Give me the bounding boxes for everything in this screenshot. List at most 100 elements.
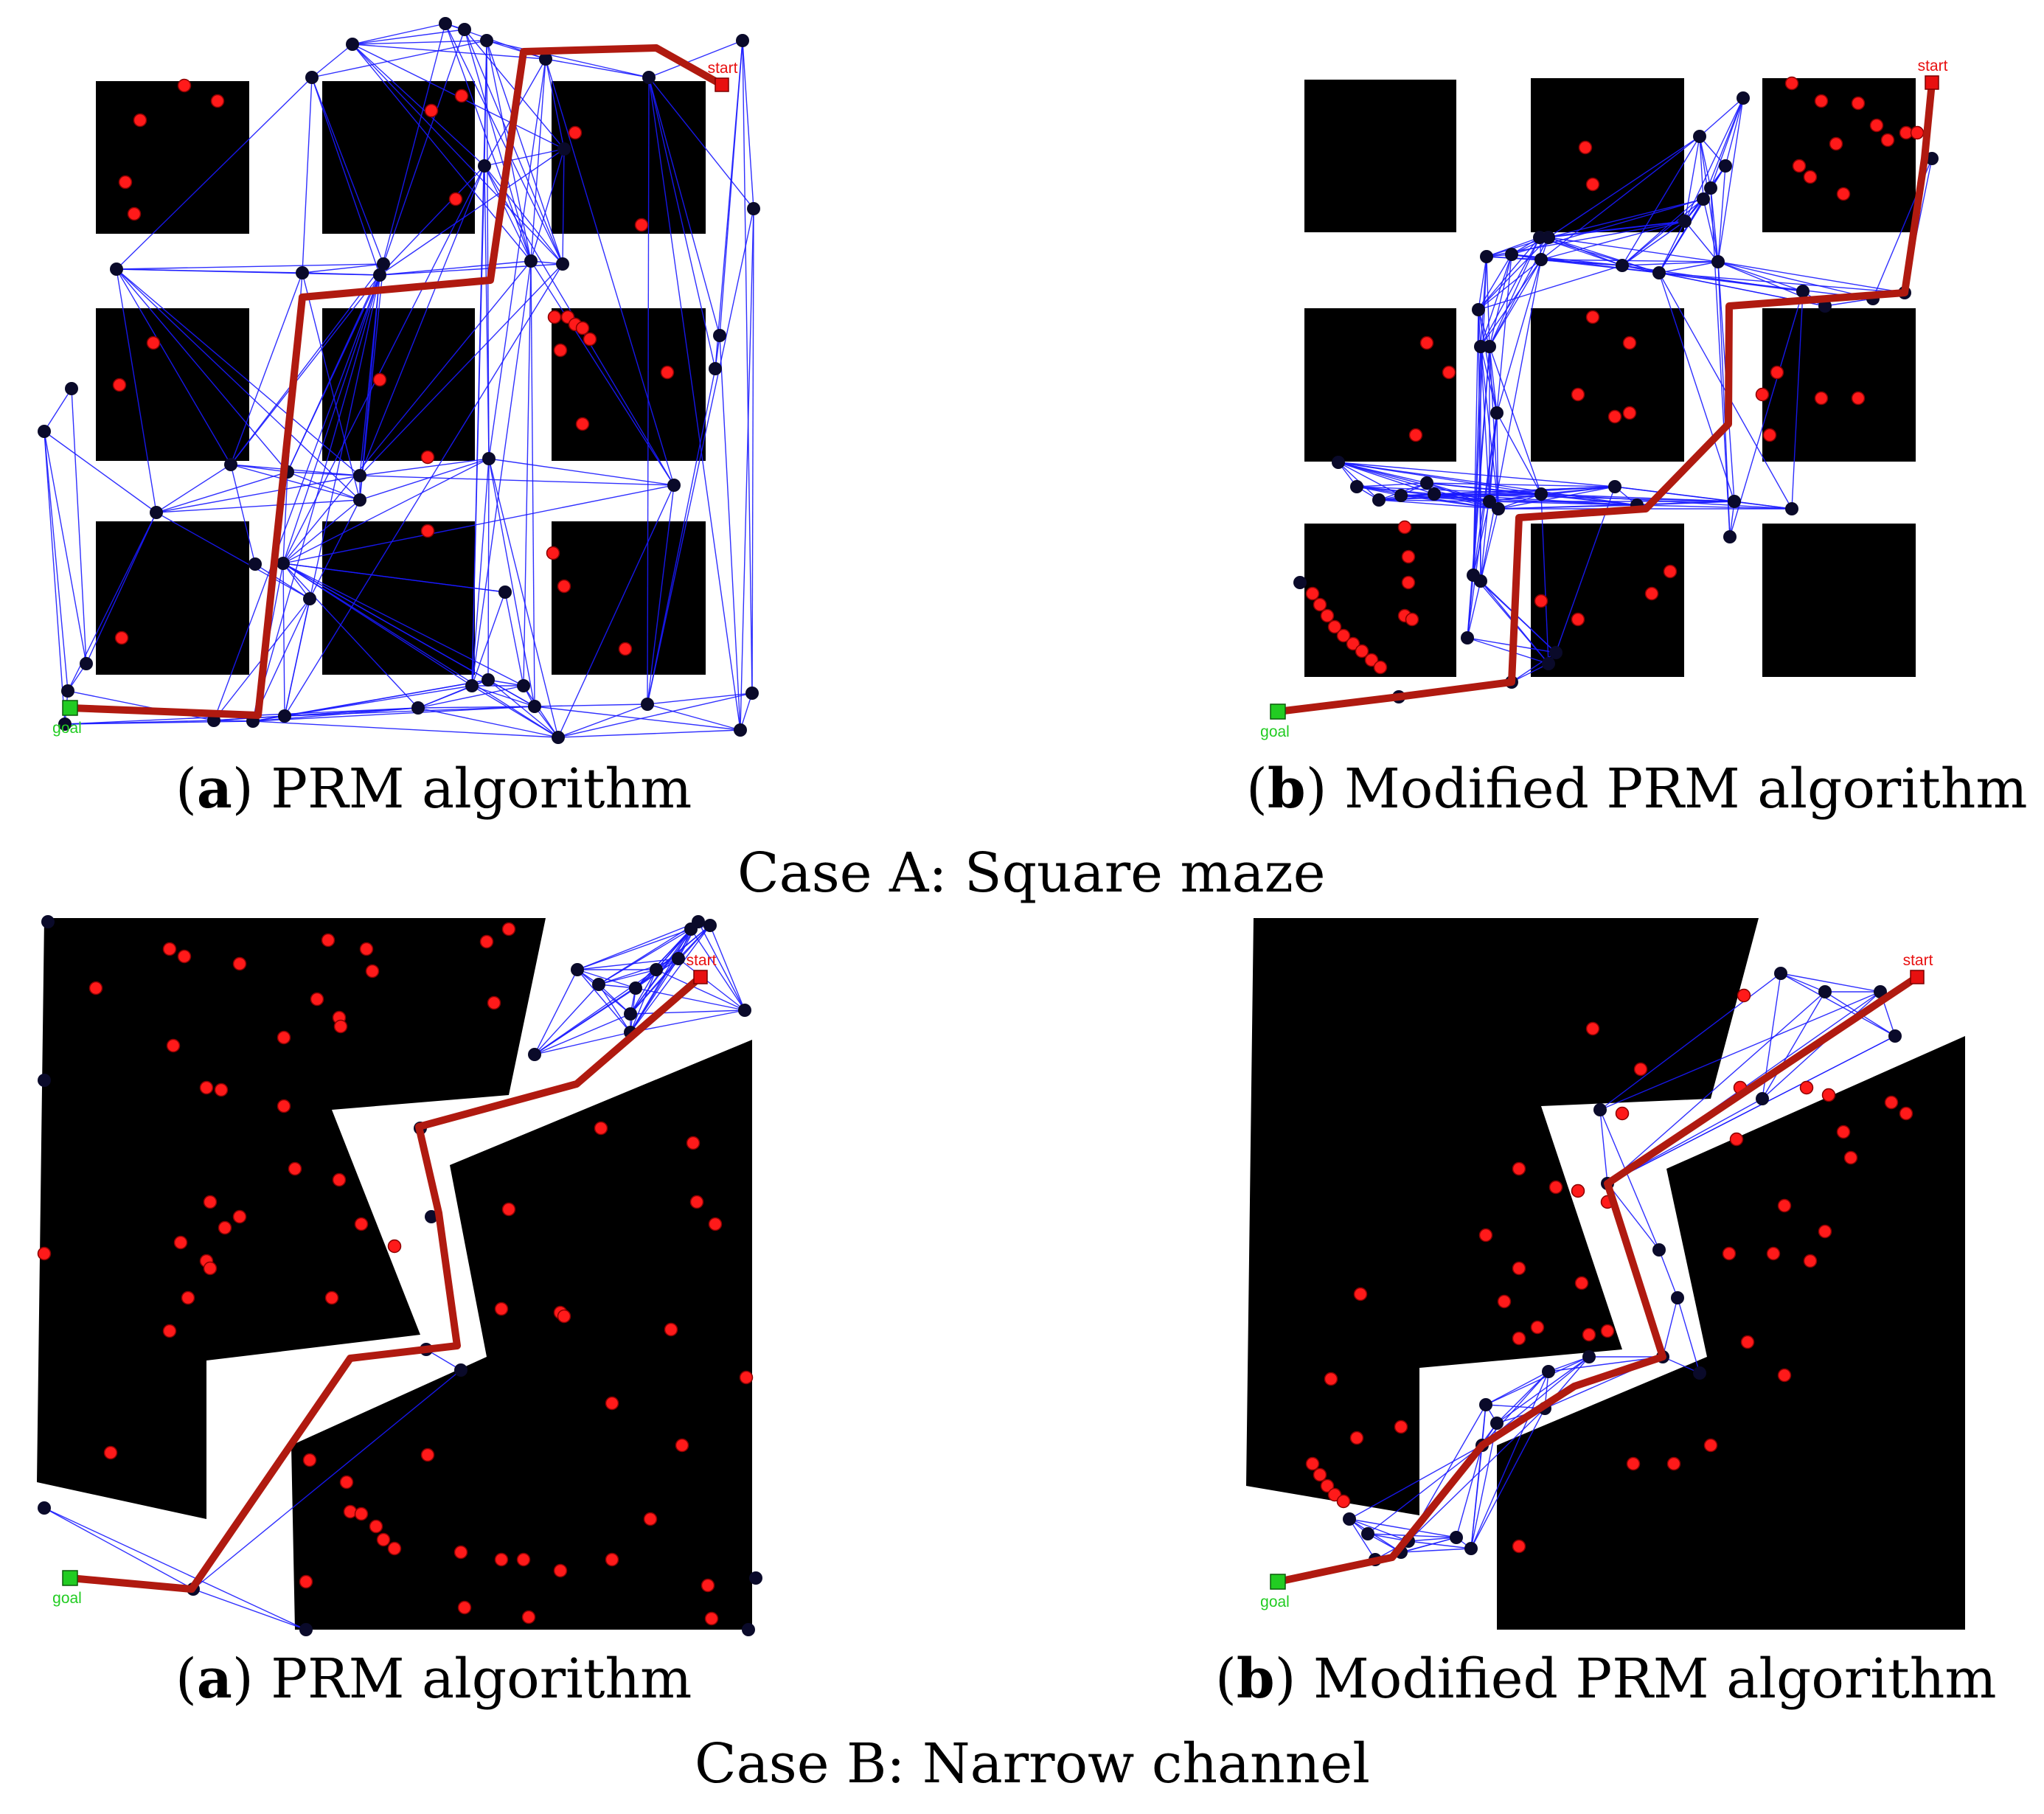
roadmap-edge: [359, 458, 490, 476]
rejected-sample: [1571, 387, 1585, 402]
roadmap-edge: [116, 268, 303, 274]
rejected-sample: [369, 1519, 383, 1534]
roadmap-edge: [648, 77, 720, 336]
rejected-sample: [634, 218, 649, 232]
roadmap-edge: [1780, 973, 1826, 993]
obstacle-b-b-0: [1246, 918, 1759, 1515]
roadmap-edge: [557, 703, 648, 738]
rejected-sample: [553, 343, 568, 358]
roadmap-edge: [282, 260, 532, 564]
roadmap-edge: [1400, 495, 1638, 506]
roadmap-node: [703, 919, 717, 932]
roadmap-edge: [352, 29, 465, 45]
rejected-sample: [1346, 636, 1360, 651]
rejected-sample: [333, 1019, 348, 1034]
roadmap-node: [38, 1501, 51, 1515]
case-a-title: Case A: Square maze: [737, 841, 1326, 905]
roadmap-node: [1372, 493, 1386, 507]
roadmap-edge: [486, 40, 490, 459]
rejected-sample: [553, 1563, 568, 1578]
roadmap-node: [1652, 266, 1666, 279]
roadmap-edge: [302, 272, 361, 501]
roadmap-edge: [1400, 495, 1499, 510]
roadmap-edge: [1658, 272, 1735, 502]
roadmap-edge: [287, 471, 361, 476]
roadmap-node: [592, 978, 605, 991]
roadmap-node: [672, 952, 685, 965]
start-label: start: [1903, 952, 1933, 969]
roadmap-edge: [577, 928, 692, 970]
roadmap-node: [1652, 1243, 1666, 1257]
roadmap-edge: [1540, 486, 1616, 495]
roadmap-edge: [445, 23, 532, 262]
roadmap-node: [353, 493, 366, 507]
roadmap-edge: [484, 165, 532, 262]
rejected-sample: [365, 964, 380, 979]
roadmap-edge: [116, 268, 157, 513]
roadmap-node: [667, 479, 681, 492]
rejected-sample: [708, 1217, 723, 1231]
roadmap-node: [1671, 1291, 1684, 1304]
roadmap-edge: [417, 707, 559, 738]
roadmap-node: [1492, 502, 1505, 515]
roadmap-edge: [425, 1349, 462, 1371]
roadmap-edge: [282, 563, 285, 717]
roadmap-edge: [1485, 1371, 1549, 1405]
rejected-sample: [288, 1161, 302, 1176]
roadmap-edge: [44, 431, 87, 664]
roadmap-edge: [1621, 136, 1700, 266]
roadmap-node: [1785, 502, 1798, 515]
rejected-sample: [1607, 409, 1622, 424]
rejected-sample: [1497, 1294, 1512, 1309]
obstacle-a-a-0: [96, 81, 249, 234]
rejected-sample: [387, 1541, 402, 1556]
rejected-sample: [1401, 549, 1416, 564]
rejected-sample: [177, 78, 192, 93]
roadmap-edge: [1540, 493, 1638, 506]
rejected-sample: [103, 1445, 118, 1460]
rejected-sample: [1353, 1287, 1368, 1302]
roadmap-edge: [282, 563, 559, 738]
rejected-sample: [232, 1209, 247, 1224]
roadmap-node: [539, 52, 552, 66]
roadmap-edge: [156, 512, 310, 600]
roadmap-edge: [577, 969, 631, 1015]
roadmap-edge: [1433, 493, 1638, 506]
roadmap-edge: [156, 471, 288, 513]
roadmap-node: [1505, 248, 1518, 261]
roadmap-edge: [1540, 220, 1686, 260]
roadmap-node: [1796, 285, 1810, 298]
rejected-sample: [112, 378, 127, 392]
rejected-sample: [1666, 1456, 1681, 1471]
planned-path-a-b: [1274, 79, 1936, 715]
rejected-sample: [1910, 125, 1925, 140]
obstacle-a-a-7: [322, 521, 475, 675]
roadmap-edge: [44, 431, 157, 513]
rejected-sample: [575, 321, 590, 336]
roadmap-edge: [471, 685, 559, 738]
rejected-sample: [1405, 612, 1419, 627]
rejected-sample: [1792, 159, 1807, 173]
roadmap-edge: [471, 685, 535, 707]
roadmap-edge: [1470, 1371, 1549, 1549]
roadmap-edge: [1408, 1540, 1472, 1549]
roadmap-node: [517, 679, 530, 692]
roadmap-edge: [213, 274, 380, 721]
roadmap-edge: [562, 148, 565, 265]
roadmap-node: [1394, 489, 1408, 502]
roadmap-edge: [557, 692, 753, 738]
rejected-sample: [1880, 133, 1895, 147]
roadmap-edge: [1780, 973, 1881, 993]
roadmap-node: [745, 687, 759, 700]
roadmap-node: [377, 257, 390, 271]
roadmap-node: [1332, 456, 1345, 469]
roadmap-node: [150, 506, 163, 519]
roadmap-node: [248, 557, 262, 571]
roadmap-edge: [1548, 198, 1704, 238]
roadmap-edge: [311, 44, 353, 78]
roadmap-edge: [488, 458, 675, 486]
roadmap-edge: [530, 148, 565, 262]
start-marker: [693, 970, 708, 984]
rejected-sample: [173, 1235, 188, 1250]
rejected-sample: [1571, 612, 1585, 627]
